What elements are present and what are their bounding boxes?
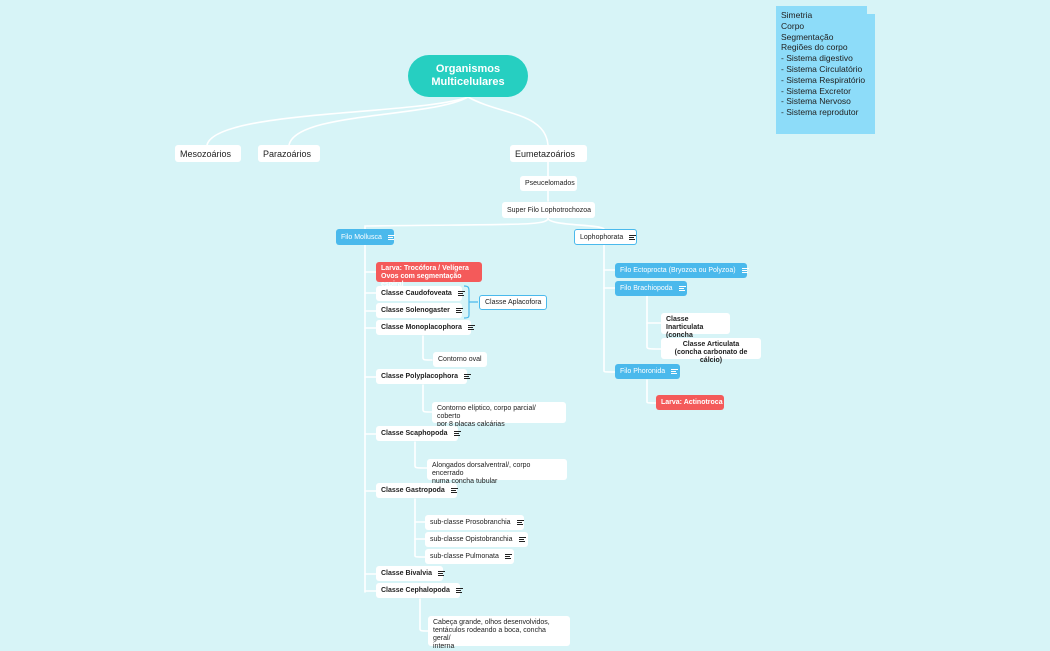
notes-icon (464, 373, 472, 380)
node-mesozoarios[interactable]: Mesozoários (175, 145, 241, 162)
node-label: Lophophorata (580, 233, 624, 241)
notes-icon (516, 519, 524, 526)
node-sub-classe-pulmonata[interactable]: sub-classe Pulmonata (425, 549, 514, 564)
node-label: Classe Gastropoda (381, 487, 445, 494)
node-label: sub-classe Opistobranchia (430, 536, 513, 543)
node-label: Filo Ectoprocta (Bryozoa ou Polyzoa) (620, 267, 736, 274)
node-larva-actinotroca[interactable]: Larva: Actinotroca (656, 395, 724, 410)
node-scaphopoda-desc[interactable]: Alongados dorsalventral/, corpo encerrad… (427, 459, 567, 485)
node-label: por 8 placas calcárias (437, 421, 505, 428)
node-classe-scaphopoda[interactable]: Classe Scaphopoda (376, 426, 461, 441)
node-classe-inarticulata[interactable]: Classe Inarticulata(concha quitinosa) (661, 313, 730, 347)
node-label: Filo Brachiopoda (620, 285, 673, 292)
node-classe-polyplacophora[interactable]: Classe Polyplacophora (376, 369, 472, 384)
sticky-note-line: Simetria (781, 10, 813, 20)
notes-icon (504, 553, 512, 560)
node-label: Classe Monoplacophora (381, 324, 462, 331)
notes-icon (387, 234, 395, 241)
node-label: numa concha tubular (432, 478, 498, 485)
node-label: Contorno elíptico, corpo parcial/ cobert… (437, 405, 536, 420)
node-cephalopoda-desc[interactable]: Cabeça grande, olhos desenvolvidos,tentá… (428, 616, 570, 650)
node-parazoarios[interactable]: Parazoários (258, 145, 320, 162)
node-filo-ectoprocta[interactable]: Filo Ectoprocta (Bryozoa ou Polyzoa) (615, 263, 749, 278)
node-label: Classe Solenogaster (381, 307, 450, 314)
node-label: Classe Polyplacophora (381, 373, 459, 380)
root-title-line2: Multicelulares (431, 76, 505, 88)
sticky-note-line: Regiões do corpo (781, 42, 848, 53)
node-label: Super Filo Lophotrochozoa (507, 206, 592, 214)
node-label: sub-classe Prosobranchia (430, 519, 511, 526)
notes-icon (450, 487, 458, 494)
node-label: interna (433, 643, 455, 650)
node-classe-caudofoveata[interactable]: Classe Caudofoveata (376, 286, 465, 301)
sticky-note-line: - Sistema digestivo (781, 53, 853, 64)
node-label: Classe Inarticulata (666, 316, 704, 331)
notes-icon (453, 430, 461, 437)
node-super-filo[interactable]: Super Filo Lophotrochozoa (502, 202, 595, 218)
node-classe-cephalopoda[interactable]: Classe Cephalopoda (376, 583, 463, 598)
notes-icon (671, 368, 679, 375)
node-sub-classe-opistobranchia[interactable]: sub-classe Opistobranchia (425, 532, 528, 547)
node-polyplacophora-desc[interactable]: Contorno elíptico, corpo parcial/ cobert… (432, 402, 566, 428)
node-classe-articulata[interactable]: Classe Articulata(concha carbonato de cá… (661, 338, 761, 364)
node-sub-classe-prosobranchia[interactable]: sub-classe Prosobranchia (425, 515, 524, 530)
root-node[interactable]: Organismos Multicelulares (408, 55, 528, 97)
node-filo-brachiopoda[interactable]: Filo Brachiopoda (615, 281, 687, 296)
node-label: Classe Bivalvia (381, 570, 432, 577)
notes-icon (455, 587, 463, 594)
node-classe-gastropoda[interactable]: Classe Gastropoda (376, 483, 458, 498)
node-classe-monoplacophora[interactable]: Classe Monoplacophora (376, 320, 475, 335)
sticky-note-line: - Sistema Respiratório (781, 74, 866, 85)
node-label: Classe Cephalopoda (381, 587, 450, 594)
sticky-note-line: Segmentação (781, 31, 834, 42)
node-lophophorata[interactable]: Lophophorata (574, 229, 637, 245)
node-label: Filo Phoronida (620, 368, 666, 375)
node-label: Mesozoários (180, 148, 232, 159)
node-label: Ovos com segmentação espiral (381, 273, 462, 288)
notes-icon (629, 234, 637, 241)
node-label: sub-classe Pulmonata (430, 553, 499, 560)
notes-icon (518, 536, 526, 543)
node-classe-aplacofora[interactable]: Classe Aplacofora (479, 295, 547, 310)
node-filo-phoronida[interactable]: Filo Phoronida (615, 364, 680, 379)
sticky-note-line: - Sistema Nervoso (781, 96, 851, 107)
node-label: Alongados dorsalventral/, corpo encerrad… (432, 462, 531, 477)
node-classe-bivalvia[interactable]: Classe Bivalvia (376, 566, 445, 581)
node-label: tentáculos rodeando a boca, concha geral… (433, 627, 546, 642)
notes-icon (437, 570, 445, 577)
node-label: (concha carbonato de cálcio) (674, 349, 748, 364)
node-pseudocelomados[interactable]: Pseucelomados (520, 176, 577, 191)
sticky-note-line: - Sistema Circulatório (781, 63, 863, 74)
notes-icon (467, 324, 475, 331)
node-label: Parazoários (263, 148, 312, 159)
node-classe-solenogaster[interactable]: Classe Solenogaster (376, 303, 463, 318)
node-label: Filo Mollusca (341, 233, 382, 241)
notes-icon (455, 307, 463, 314)
notes-icon (741, 267, 749, 274)
node-label: Classe Articulata (682, 341, 740, 348)
sticky-note-line: - Sistema reprodutor (781, 107, 859, 118)
node-label: Pseucelomados (525, 180, 575, 187)
node-label: Larva: Actinotroca (661, 399, 723, 406)
root-title-line1: Organismos (435, 63, 501, 75)
node-label: Classe Scaphopoda (381, 430, 448, 437)
node-filo-mollusca[interactable]: Filo Mollusca (336, 229, 395, 245)
node-label: Classe Aplacofora (485, 299, 542, 306)
sticky-note-line: Corpo (781, 20, 805, 31)
node-label: Classe Caudofoveata (381, 290, 452, 297)
node-eumetazoarios[interactable]: Eumetazoários (510, 145, 587, 162)
node-label: Eumetazoários (515, 148, 576, 159)
node-label: Cabeça grande, olhos desenvolvidos, (433, 619, 550, 626)
notes-icon (457, 290, 465, 297)
sticky-note-line: - Sistema Excretor (781, 85, 851, 96)
node-label: Larva: Trocófora / Velígera (381, 265, 469, 272)
node-contorno-oval[interactable]: Contorno oval (433, 352, 487, 367)
notes-icon (678, 285, 686, 292)
node-label: Contorno oval (438, 356, 482, 363)
